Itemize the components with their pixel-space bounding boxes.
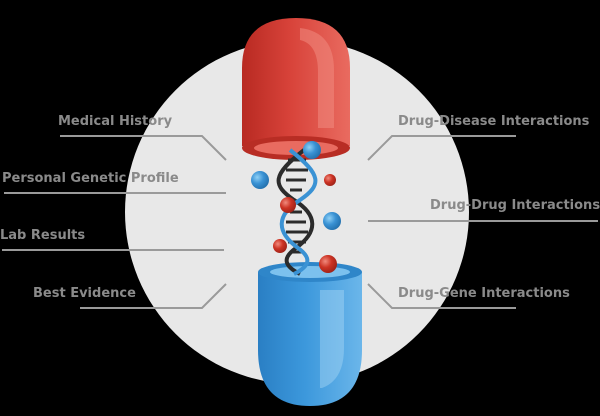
capsule-top-half (242, 18, 350, 160)
molecule-icon (303, 141, 321, 159)
molecule-icon (280, 197, 296, 213)
label-personal-genetic-profile: Personal Genetic Profile (2, 171, 179, 186)
label-drug-disease-interactions: Drug-Disease Interactions (398, 114, 590, 129)
molecules (251, 141, 341, 273)
molecule-icon (273, 239, 287, 253)
molecule-icon (323, 212, 341, 230)
molecule-icon (319, 255, 337, 273)
label-medical-history: Medical History (58, 114, 173, 129)
label-best-evidence: Best Evidence (33, 286, 136, 301)
capsule-bottom-half (258, 262, 362, 406)
connector-lines-right (367, 135, 598, 309)
connector-best-evidence (80, 283, 227, 309)
connector-lines-left (2, 135, 227, 309)
label-lab-results: Lab Results (0, 228, 86, 243)
label-drug-gene-interactions: Drug-Gene Interactions (398, 286, 570, 301)
molecule-icon (324, 174, 336, 186)
label-drug-drug-interactions: Drug-Drug Interactions (430, 198, 600, 213)
connector-drug-disease (367, 135, 516, 161)
connector-medical-history (60, 135, 227, 161)
connector-drug-gene (367, 283, 516, 309)
dna-helix-icon (276, 148, 318, 276)
molecule-icon (251, 171, 269, 189)
